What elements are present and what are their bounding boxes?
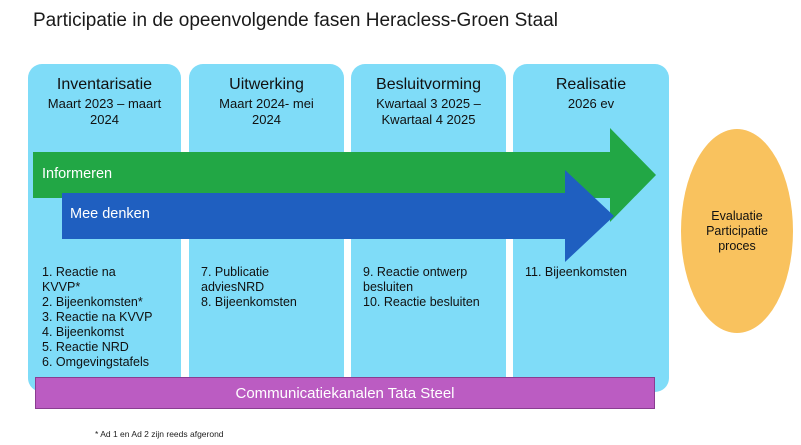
phase-items: 1. Reactie na KVVP* 2. Bijeenkomsten* 3.…	[42, 265, 177, 370]
communication-channels-bar: Communicatiekanalen Tata Steel	[35, 377, 655, 409]
list-item: 7. Publicatie adviesNRD	[201, 265, 270, 294]
list-item: 9. Reactie ontwerp besluiten	[363, 265, 468, 294]
phase-period: Kwartaal 3 2025 – Kwartaal 4 2025	[376, 96, 481, 127]
phase-title: Inventarisatie	[56, 76, 153, 93]
evaluation-oval: Evaluatie Participatie proces	[681, 129, 793, 333]
mee-denken-label: Mee denken	[70, 206, 150, 222]
phase-period: Maart 2024- mei 2024	[219, 96, 314, 127]
list-item: 5. Reactie NRD	[42, 340, 129, 354]
list-item: 10. Reactie besluiten	[363, 295, 480, 309]
list-item: 6. Omgevingstafels	[42, 355, 149, 369]
phase-items: 11. Bijeenkomsten	[525, 265, 665, 280]
list-item: 11. Bijeenkomsten	[525, 265, 627, 279]
list-item: 1. Reactie na KVVP*	[42, 265, 116, 294]
list-item: 2. Bijeenkomsten*	[42, 295, 143, 309]
phase-period: Maart 2023 – maart 2024	[47, 96, 162, 127]
phase-items: 7. Publicatie adviesNRD 8. Bijeenkomsten	[201, 265, 340, 310]
phase-title: Besluitvorming	[376, 76, 481, 93]
mee-denken-arrow	[62, 170, 614, 262]
communication-channels-label: Communicatiekanalen Tata Steel	[235, 384, 455, 402]
informeren-arrow	[33, 128, 656, 222]
phase-title: Uitwerking	[229, 76, 304, 93]
phase-title: Realisatie	[555, 76, 627, 93]
phase-uitwerking: Uitwerking Maart 2024- mei 2024 7. Publi…	[189, 64, 344, 392]
informeren-label: Informeren	[42, 166, 113, 182]
footnote: * Ad 1 en Ad 2 zijn reeds afgerond	[95, 429, 224, 439]
phase-items: 9. Reactie ontwerp besluiten 10. Reactie…	[363, 265, 502, 310]
list-item: 4. Bijeenkomst	[42, 325, 124, 339]
page-title: Participatie in de opeenvolgende fasen H…	[33, 10, 558, 31]
evaluation-label: Evaluatie Participatie proces	[706, 208, 768, 253]
list-item: 8. Bijeenkomsten	[201, 295, 297, 309]
list-item: 3. Reactie na KVVP	[42, 310, 153, 324]
phase-period: 2026 ev	[567, 96, 615, 111]
